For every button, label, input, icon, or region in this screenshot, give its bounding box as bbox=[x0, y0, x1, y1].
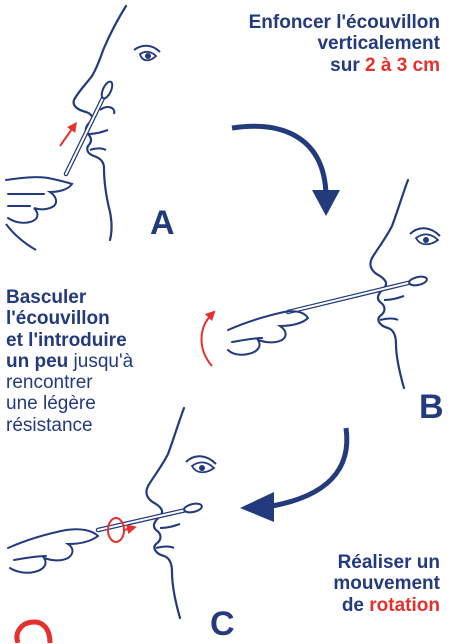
step-c-line3: de rotation bbox=[333, 595, 440, 616]
step-a-line3: sur 2 à 3 cm bbox=[249, 55, 440, 76]
face-profile-icon bbox=[74, 6, 126, 240]
step-b-line1: Basculer bbox=[6, 287, 133, 308]
step-c-line3-prefix: de bbox=[342, 595, 369, 616]
swab-icon bbox=[98, 502, 203, 530]
step-a-depth-highlight: 2 à 3 cm bbox=[365, 55, 440, 76]
step-a-illustration bbox=[6, 6, 160, 250]
swab-icon bbox=[288, 275, 428, 312]
step-c-instruction: Réaliser un mouvement de rotation bbox=[333, 552, 440, 616]
step-a-line2: verticalement bbox=[249, 33, 440, 54]
step-a-instruction: Enfoncer l'écouvillon verticalement sur … bbox=[249, 12, 440, 76]
step-b-line6: une légère bbox=[6, 393, 133, 414]
step-label-c: C bbox=[210, 605, 235, 644]
curved-arrow-icon bbox=[272, 428, 347, 506]
step-b-line3: et l'introduire bbox=[6, 330, 133, 351]
step-b-line5: rencontrer bbox=[6, 372, 133, 393]
step-b-line7: résistance bbox=[6, 415, 133, 436]
step-b-line4-bold: un peu bbox=[6, 351, 68, 372]
step-b-instruction: Basculer l'écouvillon et l'introduire un… bbox=[6, 287, 133, 436]
step-c-rotation-highlight: rotation bbox=[369, 595, 440, 616]
step-label-b: B bbox=[419, 388, 444, 427]
curved-arrow-icon bbox=[232, 126, 326, 194]
step-c-line1: Réaliser un bbox=[333, 552, 440, 573]
step-c-illustration bbox=[8, 408, 216, 643]
step-a-line1: Enfoncer l'écouvillon bbox=[249, 12, 440, 33]
step-b-line4: un peu jusqu'à bbox=[6, 351, 133, 372]
hand-icon bbox=[228, 311, 308, 355]
step-c-line2: mouvement bbox=[333, 573, 440, 594]
step-label-a: A bbox=[150, 204, 175, 243]
step-b-line4-rest: jusqu'à bbox=[68, 351, 133, 372]
step-b-illustration bbox=[202, 180, 441, 388]
step-b-line2: l'écouvillon bbox=[6, 308, 133, 329]
hand-icon bbox=[6, 177, 72, 223]
step-a-line3-prefix: sur bbox=[330, 55, 365, 76]
hand-icon bbox=[8, 529, 98, 573]
